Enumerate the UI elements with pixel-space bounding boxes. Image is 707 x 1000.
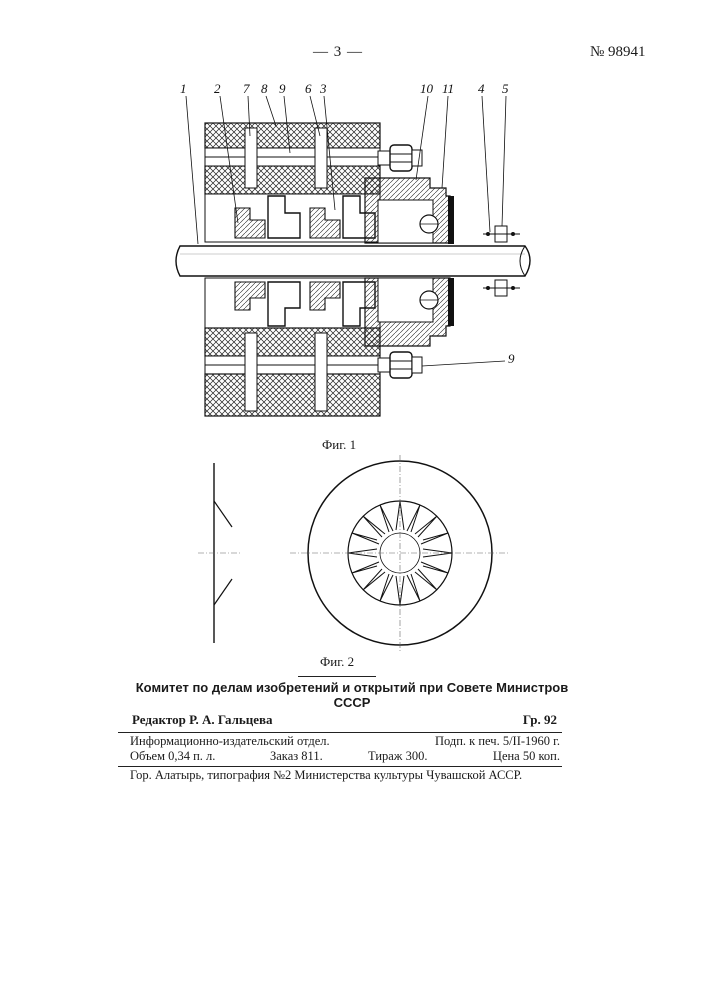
imprint-row-2: Объем 0,34 п. л. Заказ 811. Тираж 300. Ц… (130, 749, 560, 765)
page-number: — 3 — (313, 44, 363, 61)
print-run: Тираж 300. (368, 749, 427, 764)
price: Цена 50 коп. (493, 749, 560, 764)
imprint-top-rule (118, 732, 562, 733)
fig1-label-2: 2 (214, 81, 221, 96)
fig1-label-9: 9 (279, 81, 286, 96)
department: Информационно-издательский отдел. (130, 734, 330, 749)
divider (298, 676, 376, 677)
fig1-label-7: 7 (243, 81, 250, 96)
signed-date: Подп. к печ. 5/II-1960 г. (435, 734, 560, 749)
fig1-label-10: 10 (420, 81, 434, 96)
fig1-label-1: 1 (180, 81, 187, 96)
fig1-label-9-lower: 9 (508, 351, 515, 366)
fig1-label-4: 4 (478, 81, 485, 96)
figure-1-caption: Фиг. 1 (322, 437, 356, 453)
fig1-label-8: 8 (261, 81, 268, 96)
figure-1-drawing: 1 2 7 8 9 6 3 10 11 4 5 9 (150, 78, 550, 428)
fig1-label-11: 11 (442, 81, 454, 96)
group-number: Гр. 92 (523, 712, 557, 728)
fig1-label-6: 6 (305, 81, 312, 96)
editor-line: Редактор Р. А. Гальцева Гр. 92 (132, 712, 557, 728)
patent-number: № 98941 (590, 44, 646, 61)
printer-line: Гор. Алатырь, типография №2 Министерства… (130, 768, 522, 783)
figure-2-drawing (190, 455, 510, 655)
fig1-label-5: 5 (502, 81, 509, 96)
volume: Объем 0,34 п. л. (130, 749, 215, 764)
editor-name: Редактор Р. А. Гальцева (132, 712, 273, 727)
imprint-bottom-rule (118, 766, 562, 767)
order-number: Заказ 811. (270, 749, 323, 764)
figure-2-caption: Фиг. 2 (320, 654, 354, 670)
committee-line: Комитет по делам изобретений и открытий … (132, 680, 572, 710)
fig1-label-3: 3 (319, 81, 327, 96)
imprint-row-1: Информационно-издательский отдел. Подп. … (130, 734, 560, 750)
